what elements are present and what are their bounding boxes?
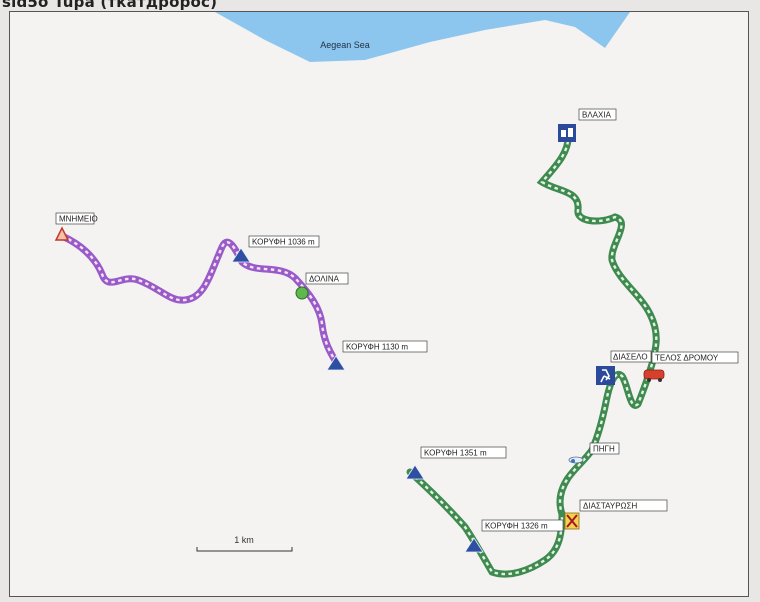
spring-point-icon	[568, 456, 584, 464]
label-peak-1351: ΚΟΡΥΦΗ 1351 m	[424, 449, 487, 458]
waypoint-monument[interactable]: ΜΝΗΜΕΙΟ	[54, 212, 98, 241]
sea-label: Aegean Sea	[320, 40, 370, 50]
label-diaselo: ΔΙΑΣΕΛΟ	[613, 353, 648, 362]
waypoint-diaselo[interactable]: ΔΙΑΣΕΛΟ	[596, 350, 652, 385]
scale-label: 1 km	[234, 535, 254, 545]
car-icon	[643, 369, 665, 382]
waypoint-peak-1326[interactable]: ΚΟΡΥΦΗ 1326 m	[464, 519, 564, 553]
label-peak-1036: ΚΟΡΥΦΗ 1036 m	[252, 238, 315, 247]
label-crossroad: ΔΙΑΣΤΑΥΡΩΣΗ	[583, 502, 637, 511]
waypoint-peak-1036[interactable]: ΚΟΡΥΦΗ 1036 m	[231, 235, 320, 263]
mountain-peak-icon	[326, 355, 346, 371]
page-title: sid5o Tupa (ткатдророс)	[2, 0, 218, 11]
mountain-peak-icon	[464, 537, 484, 553]
crossroad-icon	[564, 512, 580, 530]
aegean-sea	[215, 12, 630, 62]
spring-point-icon	[295, 286, 309, 300]
hiker-icon	[596, 366, 615, 385]
mountain-peak-icon	[231, 247, 251, 263]
trail-purple[interactable]	[58, 232, 340, 366]
trail-green-north[interactable]	[536, 130, 660, 518]
waypoint-peak-1130[interactable]: ΚΟΡΥΦΗ 1130 m	[326, 340, 428, 371]
label-vlachia: ΒΛΑΧΙΑ	[582, 111, 612, 120]
map-canvas[interactable]: Aegean Sea ΜΝΗΜΕΙΟ ΚΟΡΥΦΗ 1036 m ΔΟΛΙΝΑ …	[10, 12, 747, 595]
waypoint-crossroad[interactable]: ΔΙΑΣΤΑΥΡΩΣΗ	[564, 499, 668, 530]
waypoint-dolina[interactable]: ΔΟΛΙΝΑ	[295, 272, 349, 300]
label-peak-1326: ΚΟΡΥΦΗ 1326 m	[485, 522, 548, 531]
waypoint-peak-1351[interactable]: ΚΟΡΥΦΗ 1351 m	[405, 446, 507, 480]
label-dolina: ΔΟΛΙΝΑ	[309, 275, 340, 284]
map-frame[interactable]: Aegean Sea ΜΝΗΜΕΙΟ ΚΟΡΥΦΗ 1036 m ΔΟΛΙΝΑ …	[9, 11, 749, 597]
trail-green-south[interactable]	[406, 468, 566, 578]
monument-triangle-icon	[54, 226, 70, 241]
label-end-of-road: ΤΕΛΟΣ ΔΡΟΜΟΥ	[655, 354, 719, 363]
scale-bar: 1 km	[196, 535, 293, 552]
label-spring: ΠΗΓΗ	[593, 445, 615, 454]
village-icon	[558, 124, 576, 142]
waypoint-spring[interactable]: ΠΗΓΗ	[568, 442, 620, 464]
label-peak-1130: ΚΟΡΥΦΗ 1130 m	[346, 343, 408, 352]
waypoint-vlachia[interactable]: ΒΛΑΧΙΑ	[558, 108, 617, 142]
label-monument: ΜΝΗΜΕΙΟ	[59, 215, 98, 224]
waypoint-end-of-road[interactable]: ΤΕΛΟΣ ΔΡΟΜΟΥ	[643, 351, 739, 382]
mountain-peak-icon	[405, 464, 425, 480]
